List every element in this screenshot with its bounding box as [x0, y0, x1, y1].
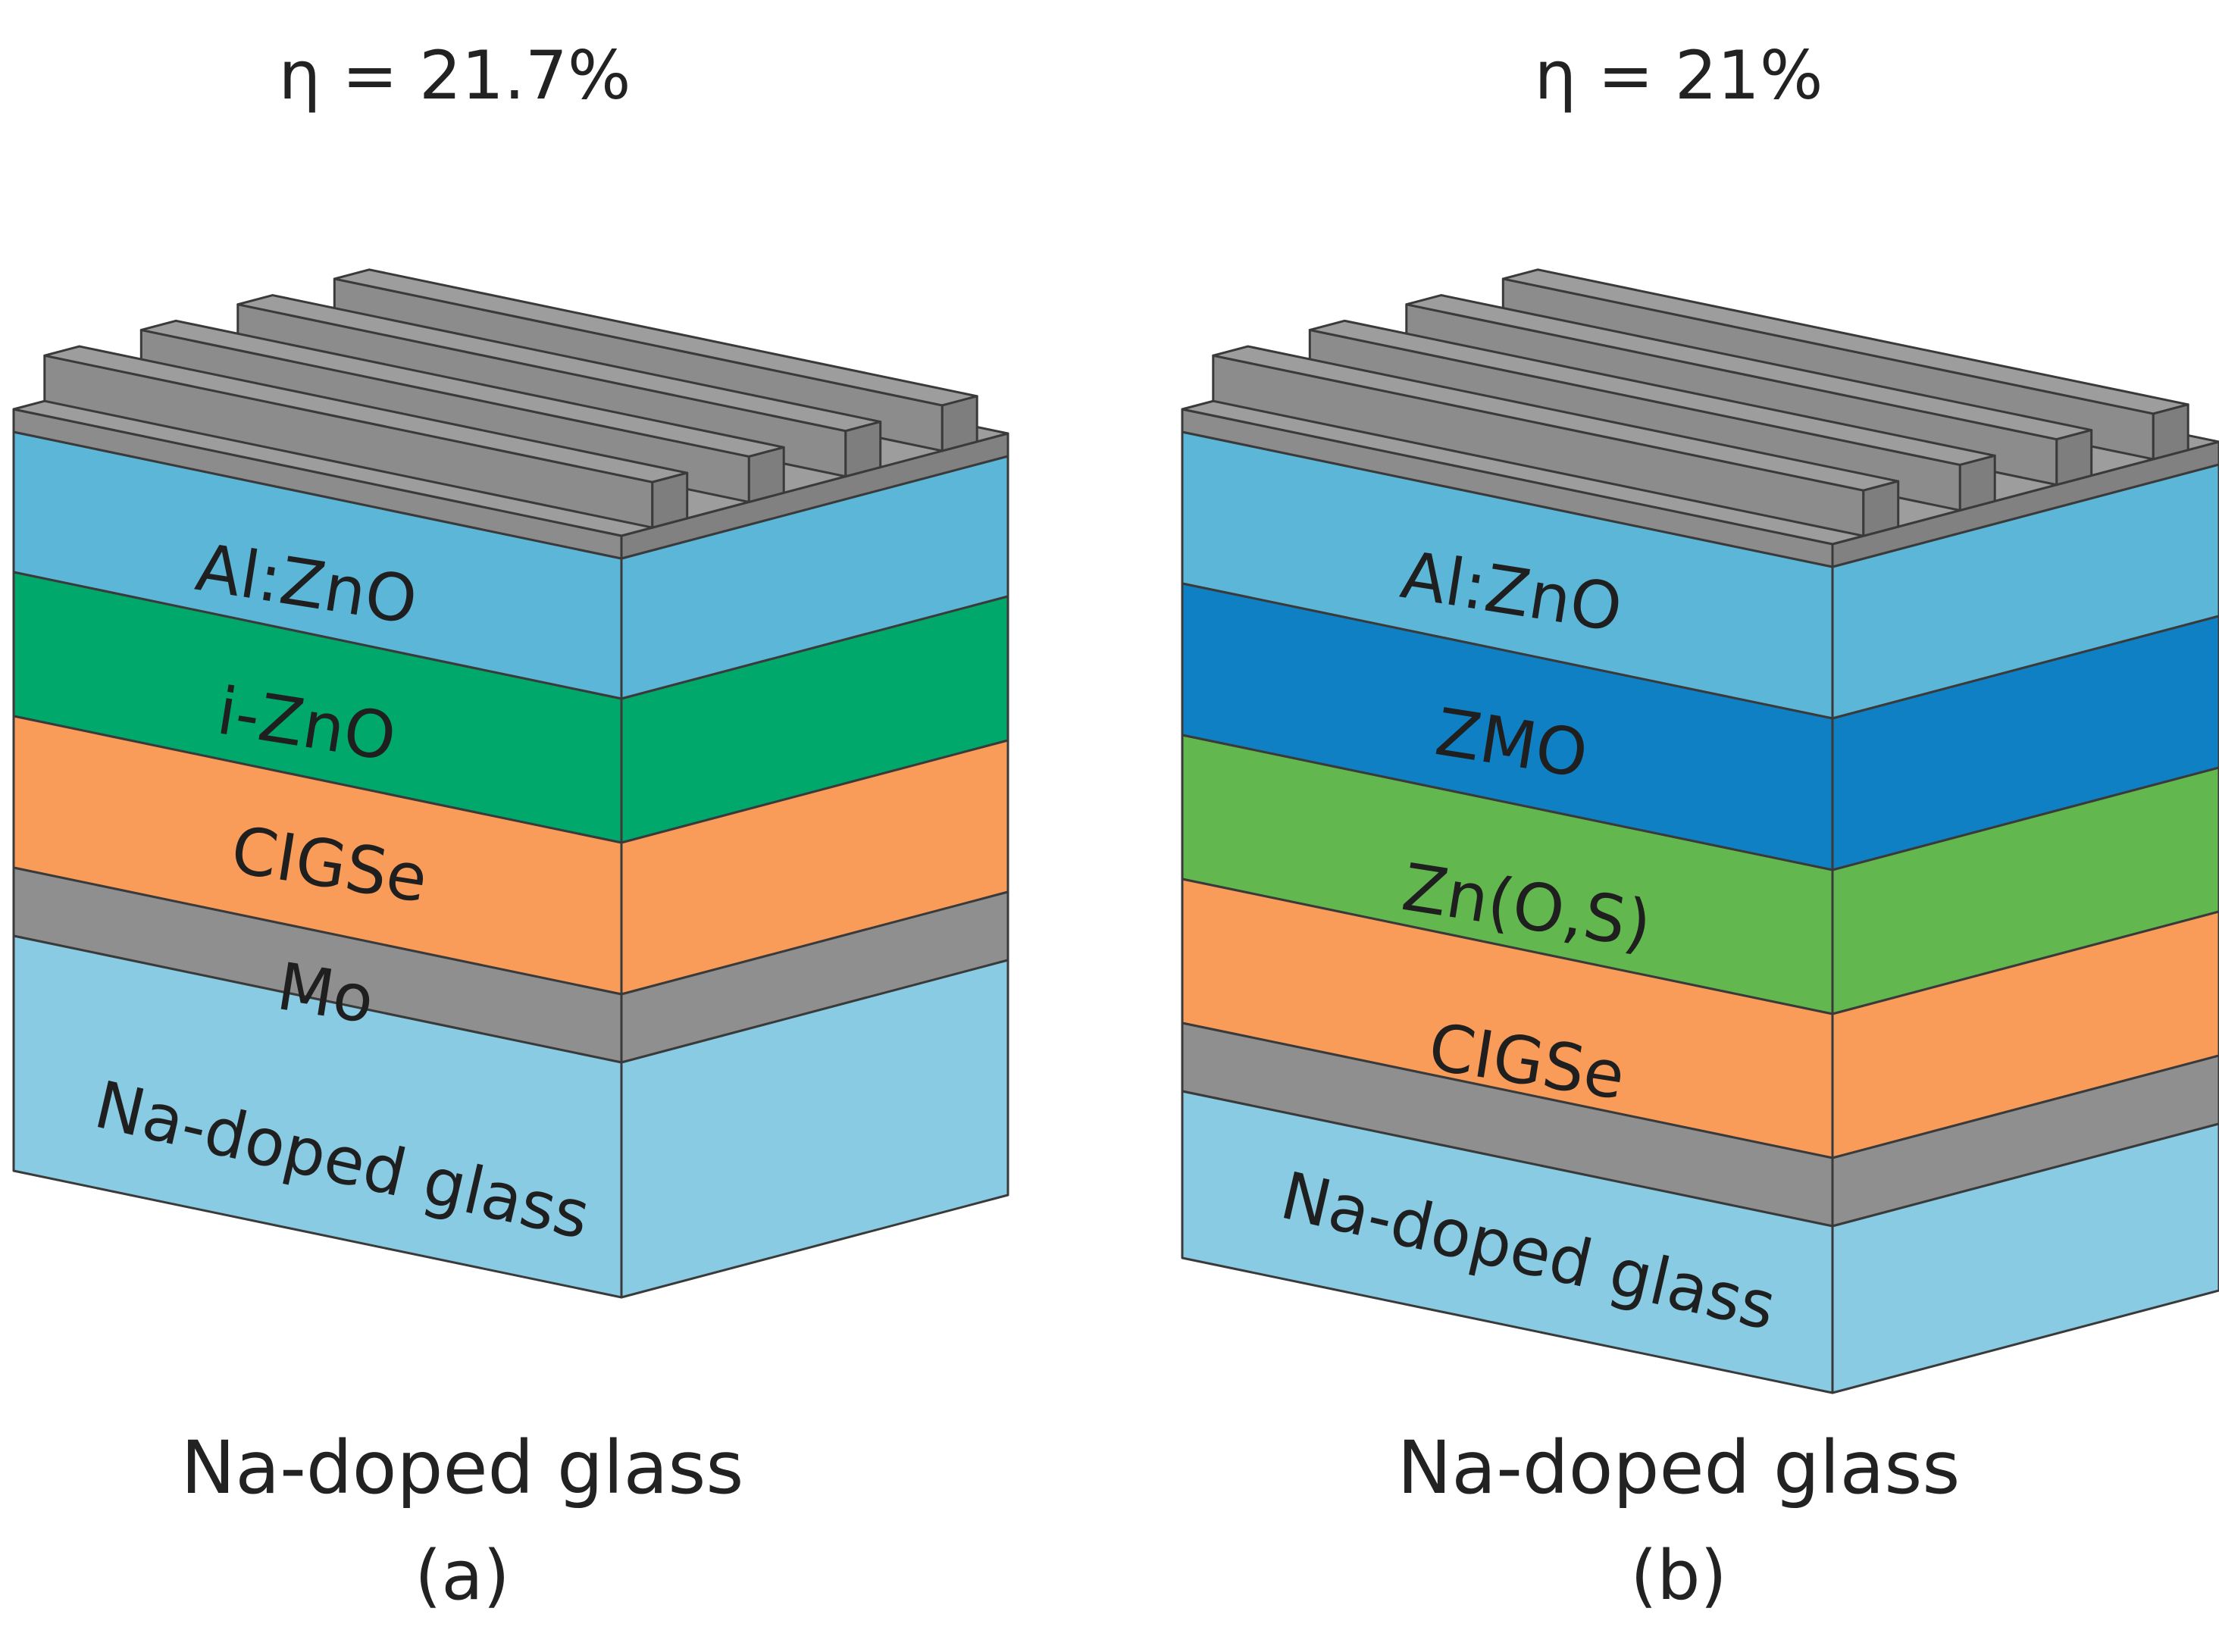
panel-b-efficiency: η = 21%: [1534, 36, 1823, 114]
panel-b-stack: [1181, 268, 2219, 1394]
grid-finger-end: [651, 471, 689, 529]
layer-front-na-doped-glass: [1181, 1090, 1834, 1394]
panel-b: η = 21% Al:ZnO ZMO Zn(O,S) CIGSe Na-dope…: [1181, 36, 2219, 1616]
panel-a-layer-label-mo: Mo: [272, 949, 379, 1039]
panel-b-label: (b): [1630, 1536, 1726, 1616]
panel-a: η = 21.7% Al:ZnO i-ZnO CIGSe Mo Na-doped…: [12, 36, 1009, 1616]
layer-front-na-doped-glass: [12, 934, 623, 1299]
panel-a-efficiency: η = 21.7%: [278, 36, 631, 114]
grid-finger-end: [1958, 454, 1996, 512]
grid-finger-end: [2055, 429, 2093, 487]
grid-finger-end: [844, 421, 882, 478]
grid-finger-end: [940, 395, 978, 452]
grid-finger-end: [1862, 480, 1900, 537]
panel-b-caption: Na-doped glass: [1397, 1425, 1961, 1510]
grid-finger-end: [747, 446, 785, 503]
grid-finger-end: [2152, 403, 2189, 461]
panel-a-label: (a): [415, 1536, 509, 1616]
panel-a-stack: [12, 268, 1009, 1299]
panel-a-caption: Na-doped glass: [181, 1425, 744, 1510]
